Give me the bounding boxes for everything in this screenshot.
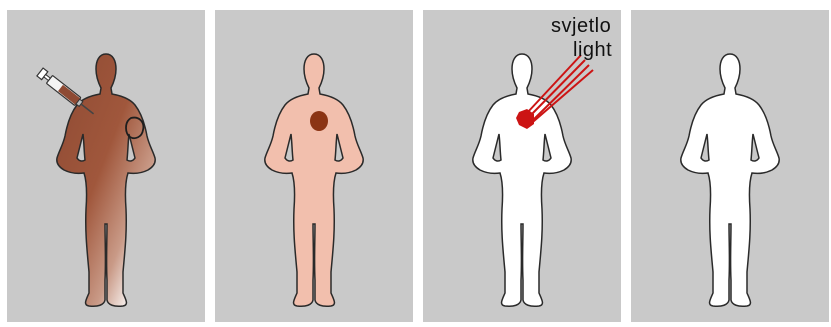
panel-injection (7, 10, 205, 322)
figure-pink (215, 10, 413, 322)
panel-clear (631, 10, 829, 322)
panel-accumulation (215, 10, 413, 322)
light-beam-icon (527, 55, 593, 127)
tumor-spot (310, 111, 328, 131)
light-label-en: light (573, 40, 612, 60)
light-label-local: svjetlo (551, 16, 611, 36)
figure-clean (631, 10, 829, 322)
figure-injected (7, 10, 205, 322)
